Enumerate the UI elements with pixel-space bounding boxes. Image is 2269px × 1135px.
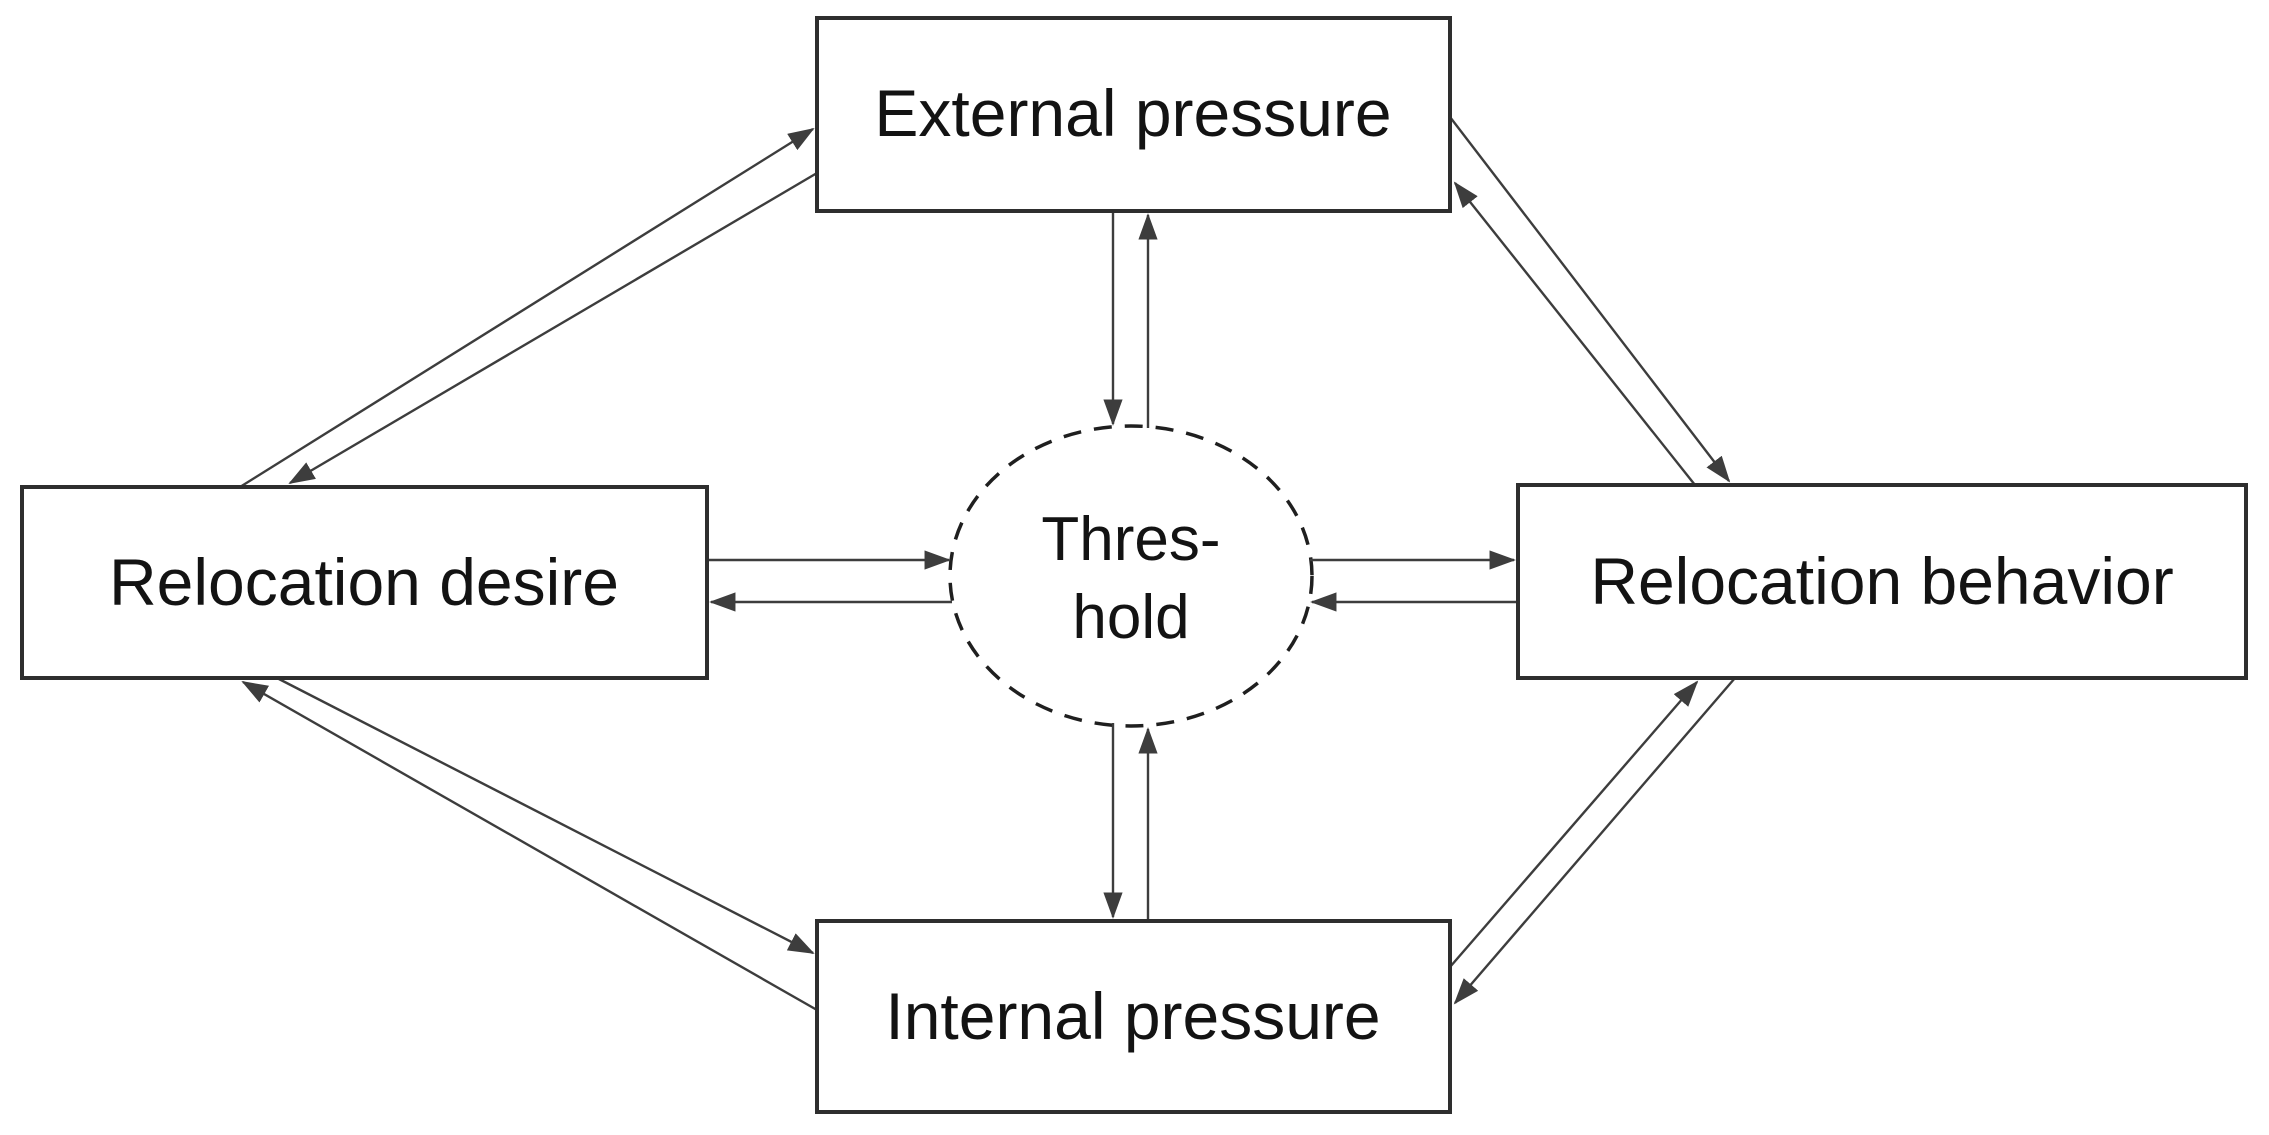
arrow-internal-to-desire — [241, 680, 818, 1012]
relocation-desire-label: Relocation desire — [109, 545, 619, 619]
internal-pressure-box — [815, 919, 1452, 1114]
arrow-behavior-to-internal — [1453, 677, 1736, 1005]
arrow-external-to-desire — [288, 171, 818, 485]
relocation-behavior-label: Relocation behavior — [1590, 544, 2173, 618]
arrow-internal-to-behavior — [1449, 680, 1699, 968]
threshold-node — [948, 424, 1314, 728]
arrow-desire-to-internal — [276, 676, 815, 955]
svg-text:Thres-: Thres- — [1041, 505, 1220, 574]
external-pressure-box — [815, 16, 1452, 213]
arrow-desire-to-external — [239, 127, 815, 489]
threshold-label-line1: Thres- — [1041, 505, 1220, 574]
node-relocation-desire: Relocation desire — [20, 485, 709, 680]
node-external-pressure: External pressure — [815, 16, 1452, 213]
internal-pressure-label: Internal pressure — [885, 979, 1380, 1053]
external-pressure-label: External pressure — [874, 76, 1391, 150]
relocation-behavior-box — [1516, 483, 2248, 680]
arrow-behavior-to-external — [1453, 181, 1696, 486]
arrow-external-to-behavior — [1449, 116, 1731, 483]
node-internal-pressure: Internal pressure — [815, 919, 1452, 1114]
relocation-desire-box — [20, 485, 709, 680]
threshold-label-line2: hold — [1072, 583, 1189, 652]
svg-text:hold: hold — [1072, 583, 1189, 652]
threshold-label: Thres- hold — [1041, 505, 1220, 652]
node-relocation-behavior: Relocation behavior — [1516, 483, 2248, 680]
